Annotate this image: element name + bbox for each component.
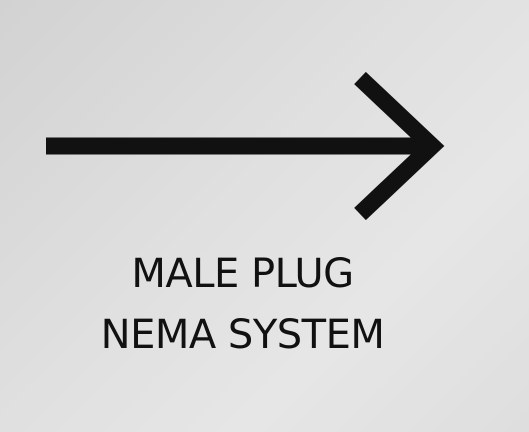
label-nema-system: NEMA SYSTEM xyxy=(100,312,385,358)
arrow-right-icon xyxy=(46,71,445,221)
label-male-plug: MALE PLUG xyxy=(131,251,354,297)
